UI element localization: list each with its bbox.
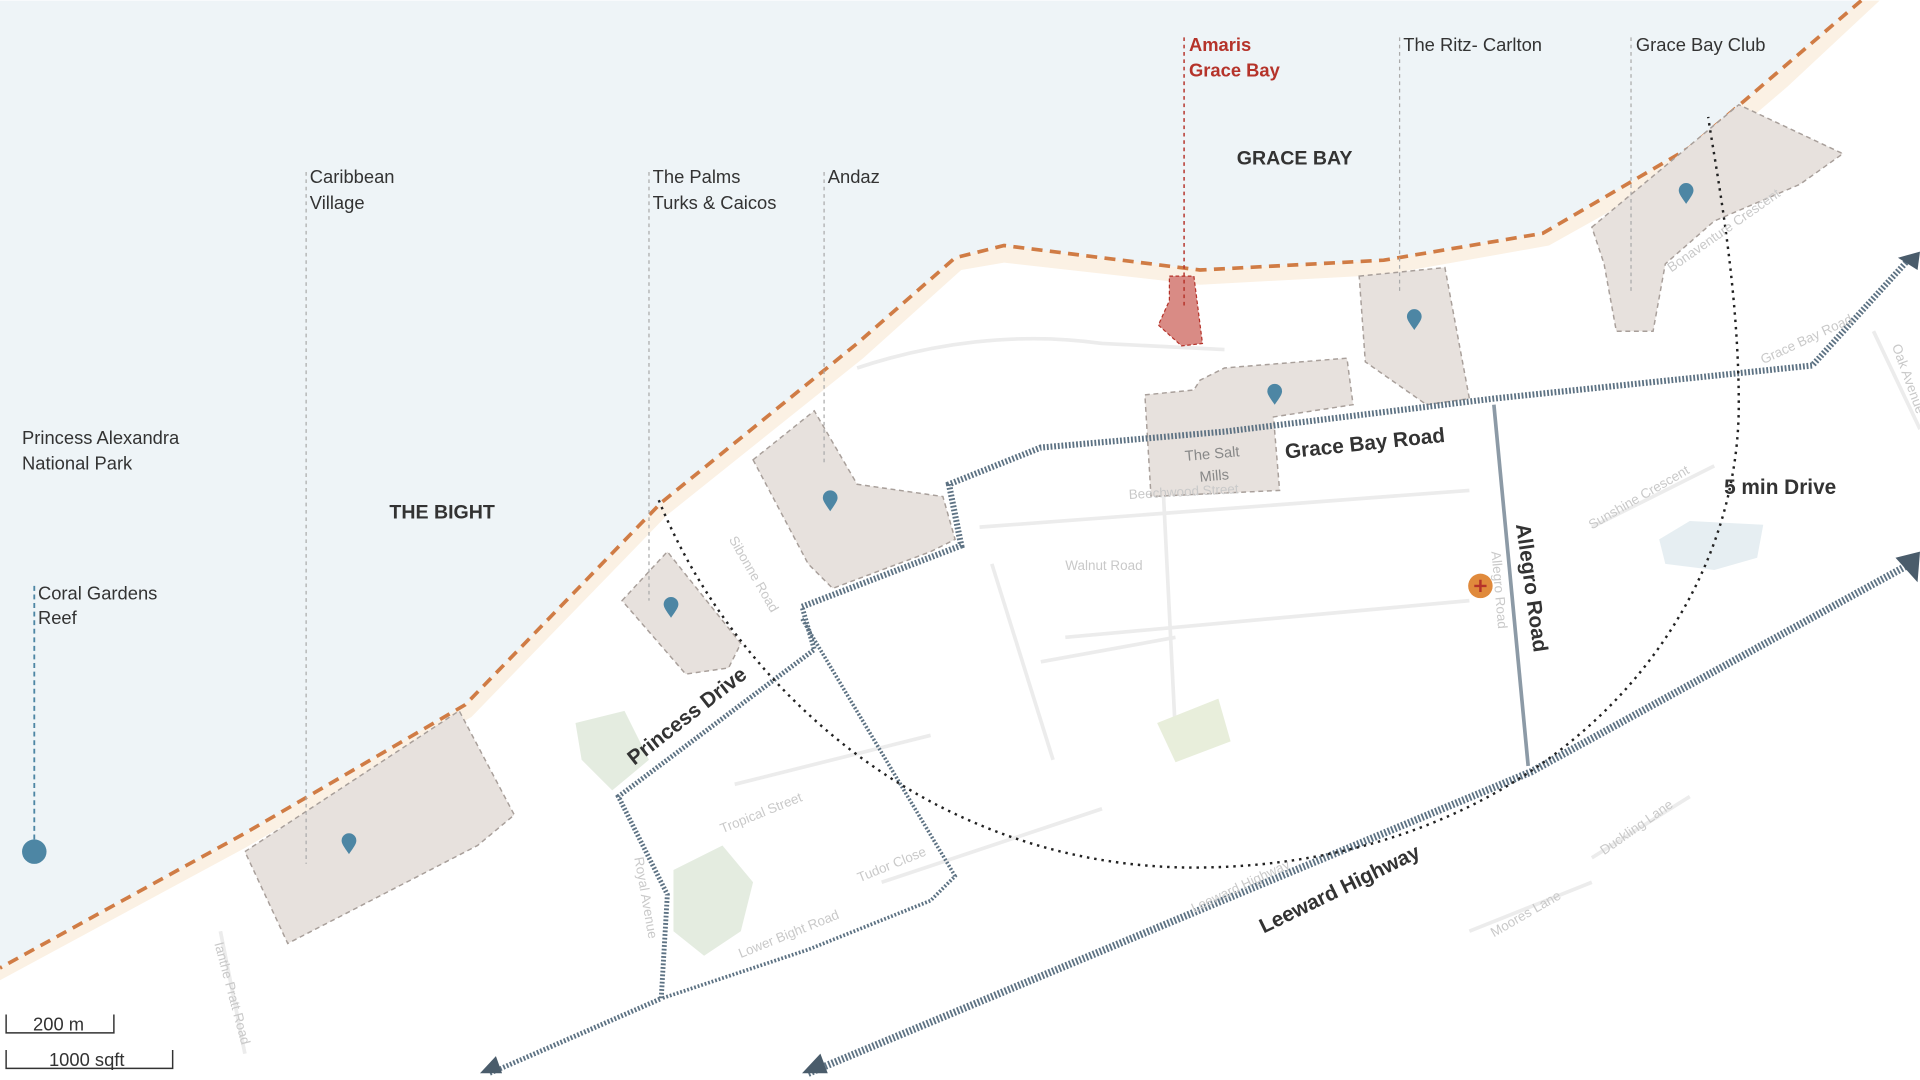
scale-bar: 200 m 1000 sqft — [5, 1013, 174, 1070]
label-park: National Park — [22, 453, 133, 474]
label-salt-mills: Mills — [1199, 467, 1230, 485]
street-label: Moores Lane — [1488, 888, 1564, 940]
label-palms[interactable]: The Palms — [653, 166, 741, 187]
arrow-icon — [802, 1053, 828, 1074]
area-label-the-bight: THE BIGHT — [389, 502, 495, 524]
pin-icon[interactable] — [1678, 183, 1694, 204]
arrow-icon — [1897, 251, 1920, 270]
sea — [0, 0, 1862, 968]
properties — [243, 103, 1845, 945]
label-princess-drive: Princess Drive — [623, 663, 751, 770]
label-palms[interactable]: Turks & Caicos — [653, 192, 777, 213]
arrow-icon — [1895, 551, 1920, 583]
property-palms — [621, 550, 742, 675]
street-label: Sunshine Crescent — [1586, 462, 1692, 532]
label-andaz[interactable]: Andaz — [828, 166, 880, 187]
street-label: Ianthe Pratt Road — [211, 940, 253, 1046]
property-caribbean-village — [243, 709, 516, 945]
label-ritz[interactable]: The Ritz- Carlton — [1403, 34, 1542, 55]
street-label: Tropical Street — [718, 789, 805, 836]
drive-radius-circle — [657, 116, 1741, 869]
property-grace-bay-club — [1590, 103, 1845, 332]
street-label: Allegro Road — [1488, 551, 1510, 630]
property-ritz — [1358, 266, 1471, 406]
leader-lines — [305, 37, 1632, 864]
pin-icon[interactable] — [663, 596, 679, 618]
pin-icon[interactable] — [1406, 309, 1422, 330]
scale-distance: 200 m — [33, 1013, 84, 1034]
street-label: Beechwood Street — [1128, 481, 1239, 502]
minor-roads — [218, 330, 1920, 1055]
area-label-grace-bay: GRACE BAY — [1237, 148, 1353, 170]
scale-area: 1000 sqft — [49, 1049, 125, 1070]
label-grace-bay-road: Grace Bay Road — [1284, 424, 1446, 464]
label-reef: Reef — [38, 607, 78, 628]
label-drive-radius: 5 min Drive — [1724, 476, 1836, 499]
pin-icon[interactable] — [341, 833, 357, 855]
park-green — [575, 710, 649, 791]
golf-green — [673, 845, 754, 956]
pond — [1659, 521, 1764, 570]
label-caribbean-village[interactable]: Caribbean — [310, 166, 395, 187]
street-label: Duckling Lane — [1597, 797, 1675, 858]
label-caribbean-village[interactable]: Village — [310, 192, 365, 213]
label-amaris[interactable]: Grace Bay — [1189, 60, 1281, 81]
pins — [341, 183, 1694, 855]
label-salt-mills: The Salt — [1184, 444, 1240, 465]
street-label: Oak Avenue — [1889, 342, 1920, 416]
field — [1157, 698, 1231, 763]
street-label: Sibonne Road — [726, 533, 782, 614]
street-label: Walnut Road — [1065, 558, 1142, 573]
hospital-icon — [1468, 573, 1493, 599]
street-label: Lower Bight Road — [736, 907, 841, 961]
arrow-icon — [480, 1056, 503, 1074]
label-reef: Coral Gardens — [38, 582, 157, 603]
main-roads — [488, 255, 1913, 1077]
pin-icon[interactable] — [1267, 383, 1283, 405]
pin-icon[interactable] — [822, 490, 838, 512]
label-grace-bay-club[interactable]: Grace Bay Club — [1636, 34, 1766, 55]
property-amaris[interactable] — [1157, 275, 1204, 347]
label-park: Princess Alexandra — [22, 427, 180, 448]
label-amaris[interactable]: Amaris — [1189, 34, 1251, 55]
property-andaz — [752, 409, 956, 590]
reef-marker[interactable] — [22, 839, 47, 864]
street-label: Grace Bay Road — [1758, 311, 1854, 367]
